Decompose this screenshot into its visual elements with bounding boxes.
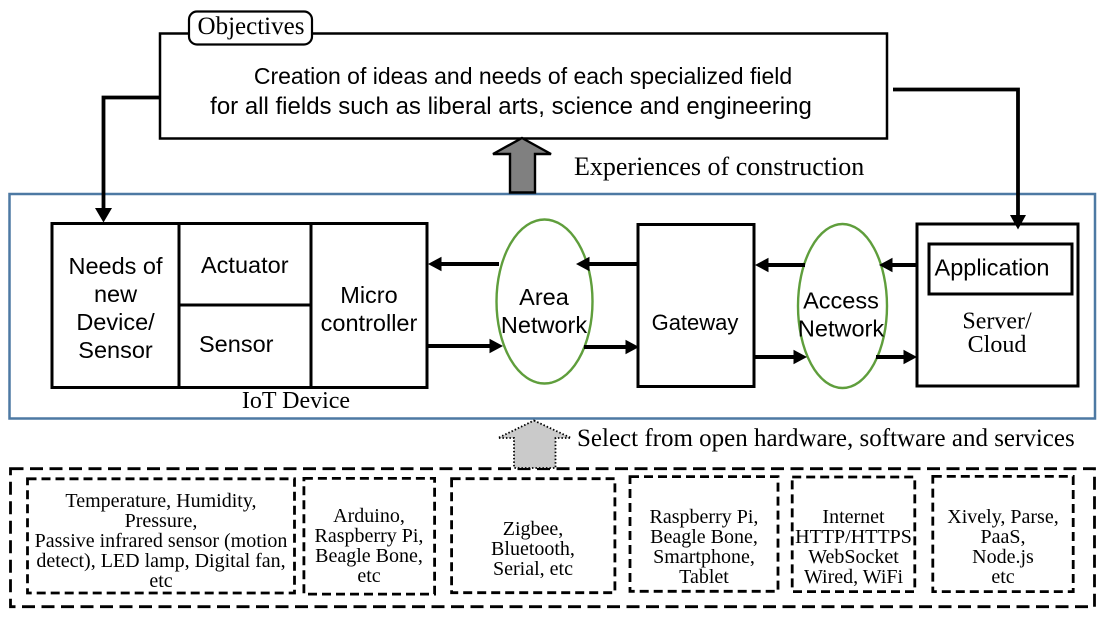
svg-text:controller: controller [321,310,418,336]
svg-text:for all fields such as liberal: for all fields such as liberal arts, sci… [210,93,812,120]
svg-text:etc: etc [357,565,380,587]
svg-text:Server/: Server/ [962,309,1032,335]
svg-text:Serial, etc: Serial, etc [493,558,573,580]
svg-text:Bluetooth,: Bluetooth, [491,538,575,560]
svg-text:Raspberry Pi,: Raspberry Pi, [315,525,424,547]
svg-text:etc: etc [991,566,1014,588]
svg-text:Xively, Parse,: Xively, Parse, [947,506,1058,528]
svg-text:Micro: Micro [340,282,397,308]
svg-text:Application: Application [935,255,1050,281]
svg-text:IoT Device: IoT Device [242,388,350,414]
svg-text:Arduino,: Arduino, [333,505,405,527]
svg-text:Device/: Device/ [76,309,155,335]
svg-text:Cloud: Cloud [968,332,1027,358]
svg-text:Select from open hardware, sof: Select from open hardware, software and … [577,425,1075,452]
svg-text:Sensor: Sensor [199,331,274,357]
svg-text:Needs of: Needs of [68,253,163,279]
svg-text:Sensor: Sensor [78,337,153,363]
svg-text:Access: Access [803,288,879,314]
svg-text:Gateway: Gateway [652,310,739,335]
svg-text:Node.js: Node.js [972,546,1034,568]
svg-text:Smartphone,: Smartphone, [653,546,755,568]
svg-text:Network: Network [501,312,587,338]
svg-text:Tablet: Tablet [679,566,729,588]
svg-text:Temperature, Humidity,: Temperature, Humidity, [65,490,256,512]
svg-text:PaaS,: PaaS, [981,526,1026,548]
svg-text:detect), LED lamp, Digital fan: detect), LED lamp, Digital fan, [36,550,285,572]
svg-text:Raspberry Pi,: Raspberry Pi, [650,506,759,528]
svg-text:Experiences of construction: Experiences of construction [574,152,864,181]
svg-text:Zigbee,: Zigbee, [503,518,564,540]
svg-text:Passive infrared sensor (motio: Passive infrared sensor (motion [35,530,288,552]
svg-text:Objectives: Objectives [198,13,305,40]
svg-text:WebSocket: WebSocket [808,546,899,568]
svg-text:Pressure,: Pressure, [125,510,198,532]
svg-text:new: new [94,281,138,307]
svg-text:Wired, WiFi: Wired, WiFi [804,566,904,588]
svg-text:Network: Network [798,316,884,342]
svg-text:Beagle Bone,: Beagle Bone, [315,545,423,567]
svg-text:Beagle Bone,: Beagle Bone, [650,526,758,548]
svg-text:Area: Area [519,284,570,310]
svg-text:Actuator: Actuator [201,252,289,278]
svg-text:Creation of ideas and needs of: Creation of ideas and needs of each spec… [254,63,792,89]
svg-text:etc: etc [149,570,172,592]
svg-text:Internet: Internet [822,506,885,528]
svg-text:HTTP/HTTPS: HTTP/HTTPS [795,526,912,548]
